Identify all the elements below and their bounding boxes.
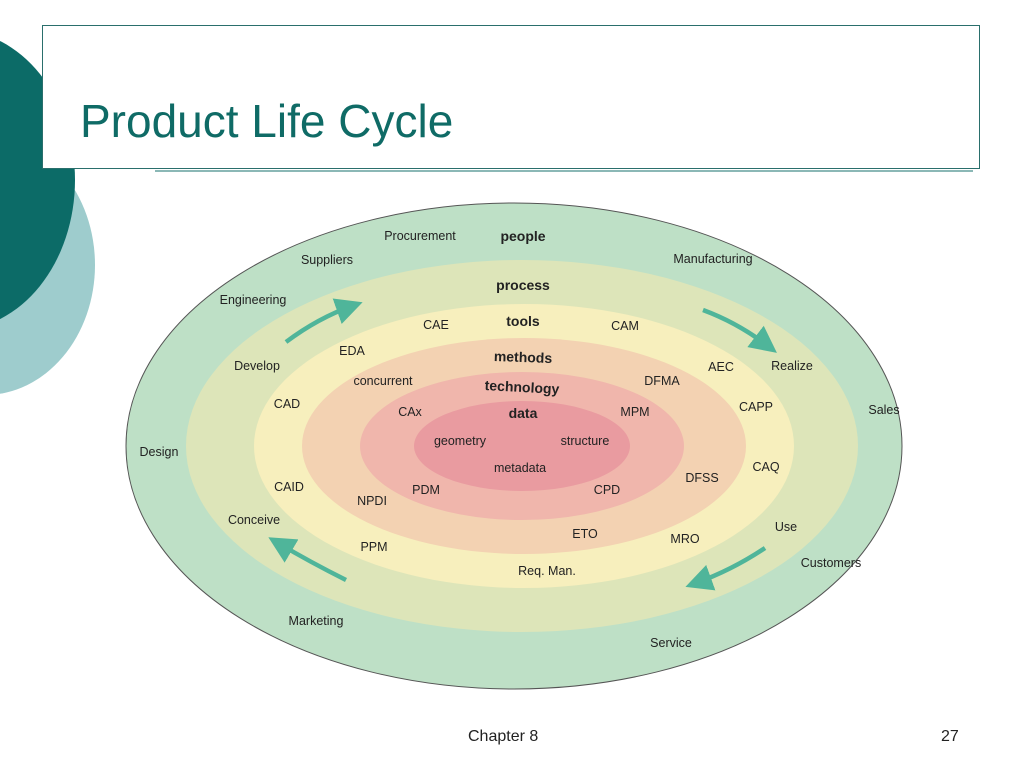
ring-label-tools: tools xyxy=(506,313,540,329)
label-aec: AEC xyxy=(708,360,734,374)
label-marketing: Marketing xyxy=(289,614,344,628)
label-ppm: PPM xyxy=(360,540,387,554)
label-sales: Sales xyxy=(868,403,899,417)
core-structure: structure xyxy=(561,434,610,448)
ring-data-core xyxy=(414,401,630,491)
label-cae: CAE xyxy=(423,318,449,332)
label-cam: CAM xyxy=(611,319,639,333)
label-dfma: DFMA xyxy=(644,374,680,388)
ring-label-technology: technology xyxy=(484,377,560,397)
label-eda: EDA xyxy=(339,344,365,358)
label-use: Use xyxy=(775,520,797,534)
label-pdm: PDM xyxy=(412,483,440,497)
label-caq: CAQ xyxy=(752,460,779,474)
core-metadata: metadata xyxy=(494,461,546,475)
label-dfss: DFSS xyxy=(685,471,718,485)
title-underline xyxy=(155,170,973,172)
label-design: Design xyxy=(140,445,179,459)
label-eto: ETO xyxy=(572,527,598,541)
ring-label-methods: methods xyxy=(494,348,553,366)
label-conceive: Conceive xyxy=(228,513,280,527)
ring-label-data: data xyxy=(509,405,538,421)
label-concurrent: concurrent xyxy=(353,374,413,388)
label-service: Service xyxy=(650,636,692,650)
label-mpm: MPM xyxy=(620,405,649,419)
arrow-realize xyxy=(702,307,777,353)
label-capp: CAPP xyxy=(739,400,773,414)
label-req-man: Req. Man. xyxy=(518,564,576,578)
page-number: 27 xyxy=(941,728,959,745)
label-realize: Realize xyxy=(771,359,813,373)
label-engineering: Engineering xyxy=(220,293,287,307)
ring-label-process: process xyxy=(496,277,550,293)
core-geometry: geometry xyxy=(434,434,487,448)
label-suppliers: Suppliers xyxy=(301,253,353,267)
label-caid: CAID xyxy=(274,480,304,494)
label-customers: Customers xyxy=(801,556,861,570)
title-frame xyxy=(42,25,980,169)
ring-label-people: people xyxy=(500,228,545,244)
footer-chapter: Chapter 8 xyxy=(468,728,539,745)
arrow-develop xyxy=(284,298,363,344)
arrow-use xyxy=(685,546,767,591)
label-cpd: CPD xyxy=(594,483,620,497)
label-procurement: Procurement xyxy=(384,229,456,243)
label-cax: CAx xyxy=(398,405,422,419)
label-manufacturing: Manufacturing xyxy=(673,252,752,266)
label-cad: CAD xyxy=(274,397,300,411)
label-develop: Develop xyxy=(234,359,280,373)
label-npdi: NPDI xyxy=(357,494,387,508)
slide-title: Product Life Cycle xyxy=(80,95,454,147)
arrow-conceive xyxy=(268,537,348,583)
label-mro: MRO xyxy=(670,532,699,546)
